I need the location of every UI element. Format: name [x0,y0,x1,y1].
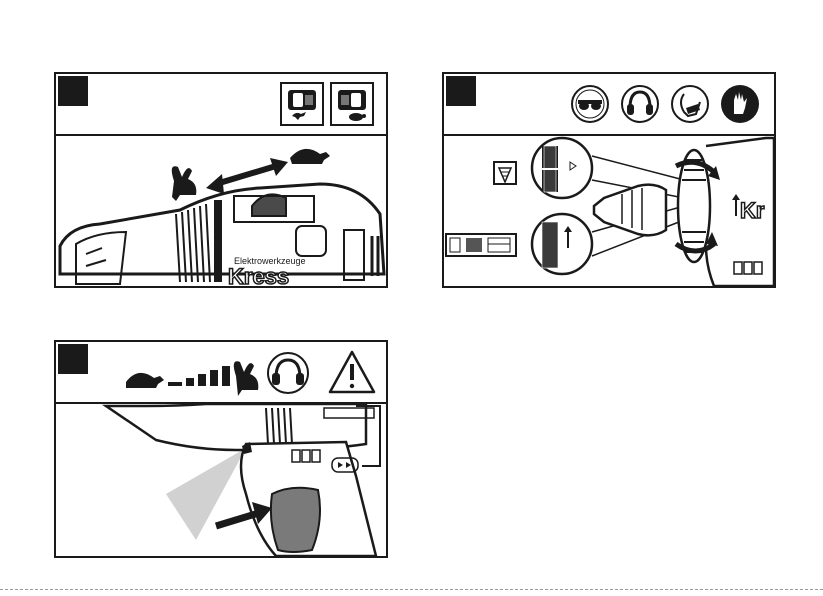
drill-head-illustration: Elektrowerkzeuge Kress [56,136,386,286]
trigger-button [271,488,320,552]
led-light-beam [166,448,246,540]
gear-shift-fast-icon [280,82,324,126]
screw-icon [494,162,516,184]
panel-torque-setting: Kr [442,72,776,288]
drill-materials-icon [446,234,516,256]
step-badge [58,76,88,106]
trigger-illustration [56,404,386,556]
panel-gear-selector: Elektrowerkzeuge Kress [54,72,388,288]
rabbit-icon [172,166,197,201]
ear-protection-icon [268,353,308,393]
torque-illustration: Kr [444,136,774,286]
panel-speed-trigger [54,340,388,558]
tool-brand: Kress [228,264,289,286]
step-badge [446,76,476,106]
rabbit-icon [234,361,259,396]
safety-goggles-icon [570,84,610,124]
gloves-icon [720,84,760,124]
page-bottom-rule [0,589,823,590]
warning-icon [330,352,374,392]
tool-brand: Kr [740,198,765,223]
speed-ramp-icon [168,366,230,386]
dust-mask-icon [670,84,710,124]
turtle-icon [126,373,164,388]
ear-protection-icon [620,84,660,124]
gear-shift-slow-icon [330,82,374,126]
turtle-icon [290,149,330,164]
speed-ramp-header [56,342,386,404]
